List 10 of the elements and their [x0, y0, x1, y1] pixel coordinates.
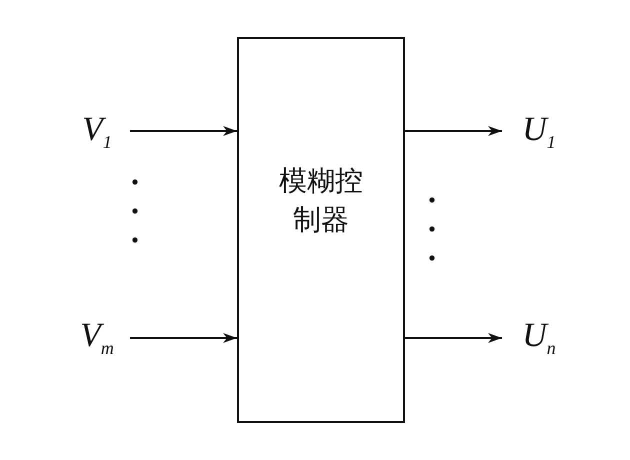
arrow	[405, 333, 502, 343]
variable-label: V$_{1}$	[82, 111, 112, 153]
arrow	[130, 126, 237, 136]
arrow	[130, 333, 237, 343]
controller-box	[237, 37, 405, 423]
variable-label: V$_{m}$	[80, 317, 114, 359]
box-label: 模糊控制器	[278, 162, 364, 238]
variable-label: U$_{1}$	[522, 111, 556, 153]
arrow	[405, 126, 502, 136]
variable-label: U$_{n}$	[522, 317, 556, 359]
